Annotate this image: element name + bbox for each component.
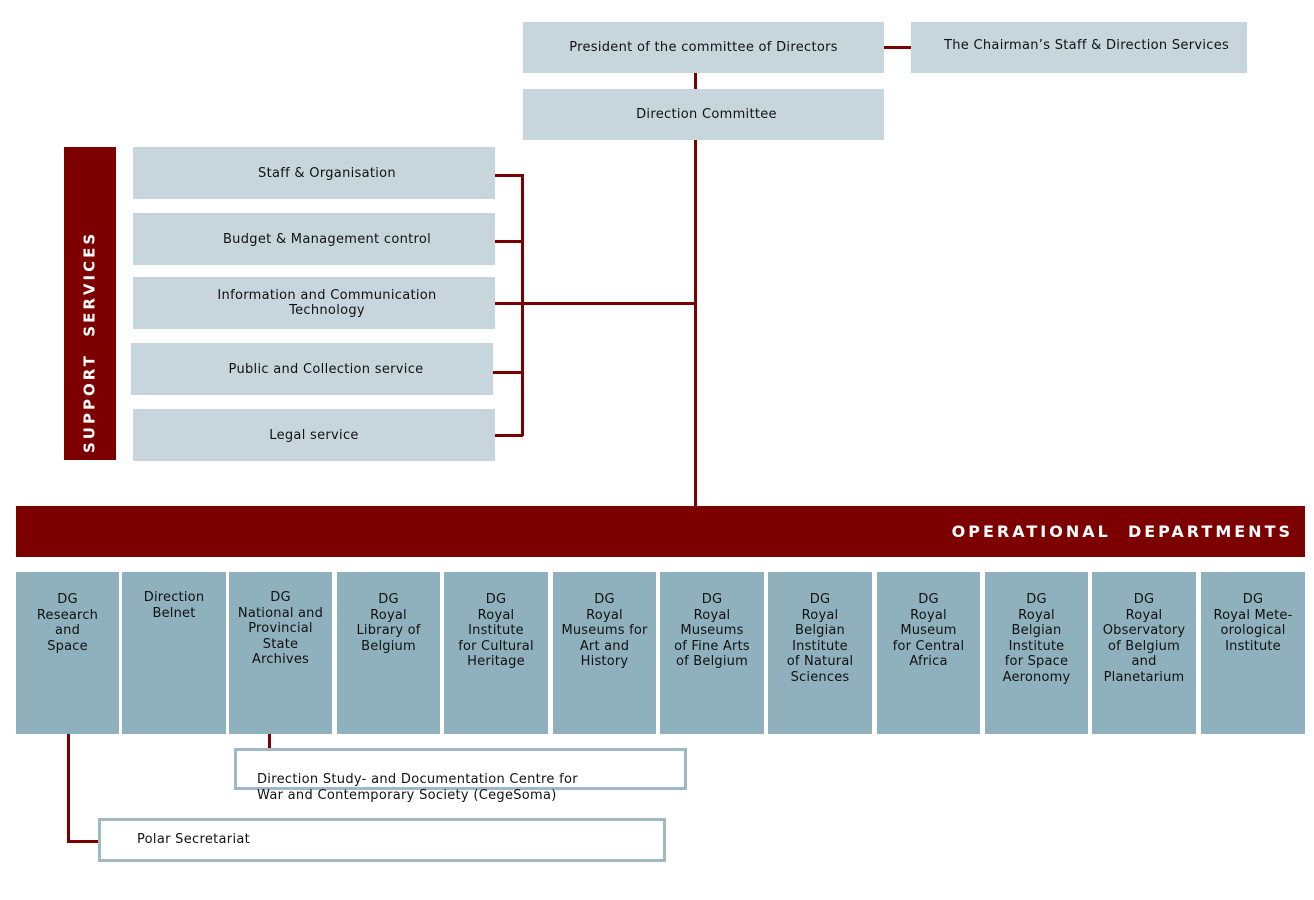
dept-natural-sciences[interactable]: DG Royal Belgian Institute of Natural Sc… [768, 572, 872, 734]
chairman-staff-box[interactable]: The Chairman’s Staff & Direction Service… [911, 22, 1247, 73]
dept-meteorological[interactable]: DG Royal Mete- orological Institute [1201, 572, 1305, 734]
direction-committee-box[interactable]: Direction Committee [523, 89, 884, 140]
dept-label: DG National and Provincial State Archive… [237, 590, 324, 667]
dept-fine-arts[interactable]: DG Royal Museums of Fine Arts of Belgium [660, 572, 764, 734]
dept-research-space[interactable]: DG Research and Space [16, 572, 119, 734]
dept-cultural-heritage[interactable]: DG Royal Institute for Cultural Heritage [444, 572, 548, 734]
polar-secretariat-label: Polar Secretariat [137, 832, 251, 847]
support-item-ict[interactable]: Information and Communication Technology [133, 277, 495, 329]
cegesoma-box[interactable]: Direction Study- and Documentation Centr… [234, 748, 687, 803]
dept-state-archives[interactable]: DG National and Provincial State Archive… [229, 572, 332, 734]
operational-departments-label: OPERATIONAL DEPARTMENTS [951, 522, 1293, 541]
dept-label: DG Royal Belgian Institute for Space Aer… [1002, 592, 1071, 685]
chairman-staff-label: The Chairman’s Staff & Direction Service… [944, 38, 1230, 53]
dept-label: DG Royal Observatory of Belgium and Plan… [1102, 592, 1186, 685]
operational-departments-banner: OPERATIONAL DEPARTMENTS [16, 506, 1305, 557]
dept-royal-library[interactable]: DG Royal Library of Belgium [337, 572, 440, 734]
dept-central-africa[interactable]: DG Royal Museum for Central Africa [877, 572, 980, 734]
support-item-label: Legal service [269, 427, 359, 443]
cegesoma-label: Direction Study- and Documentation Centr… [257, 772, 578, 803]
dept-art-history[interactable]: DG Royal Museums for Art and History [553, 572, 656, 734]
connector-support-tick-1 [495, 174, 523, 177]
connector-research-polar-v [67, 734, 70, 843]
connector-support-bracket [521, 174, 524, 436]
dept-space-aeronomy[interactable]: DG Royal Belgian Institute for Space Aer… [985, 572, 1088, 734]
connector-main-trunk [694, 140, 697, 506]
support-services-banner-svg: SUPPORT SERVICES [81, 231, 99, 453]
connector-president-direction [694, 73, 697, 89]
dept-belnet[interactable]: Direction Belnet [122, 572, 226, 734]
dept-observatory-planetarium[interactable]: DG Royal Observatory of Belgium and Plan… [1092, 572, 1196, 734]
support-services-label: SUPPORT SERVICES [81, 231, 99, 453]
connector-support-tick-2 [495, 240, 523, 243]
dept-label: DG Royal Museum for Central Africa [892, 592, 965, 669]
president-box[interactable]: President of the committee of Directors [523, 22, 884, 73]
direction-committee-label: Direction Committee [636, 107, 777, 122]
support-services-banner: SUPPORT SERVICES [64, 147, 116, 460]
dept-label: DG Royal Library of Belgium [356, 592, 421, 654]
support-item-label: Staff & Organisation [258, 165, 396, 181]
support-item-label: Public and Collection service [228, 361, 424, 377]
president-label: President of the committee of Directors [569, 40, 838, 55]
support-item-label: Budget & Management control [222, 231, 432, 247]
dept-label: DG Royal Belgian Institute of Natural Sc… [786, 592, 854, 685]
support-item-budget-management[interactable]: Budget & Management control [133, 213, 495, 265]
connector-support-to-trunk [495, 302, 696, 305]
connector-support-tick-5 [495, 434, 523, 437]
connector-research-polar-h [67, 840, 98, 843]
dept-label: DG Royal Institute for Cultural Heritage [458, 592, 534, 669]
dept-label: DG Royal Mete- orological Institute [1213, 592, 1293, 654]
connector-archives-cegesoma [268, 734, 271, 748]
connector-support-tick-4 [493, 371, 523, 374]
connector-president-chairman [884, 46, 911, 49]
support-item-public-collection[interactable]: Public and Collection service [131, 343, 493, 395]
dept-label: Direction Belnet [143, 590, 205, 621]
support-item-legal[interactable]: Legal service [133, 409, 495, 461]
dept-label: DG Royal Museums of Fine Arts of Belgium [674, 592, 750, 669]
support-item-label: Information and Communication Technology [217, 288, 437, 318]
dept-label: DG Royal Museums for Art and History [561, 592, 648, 669]
polar-secretariat-box[interactable]: Polar Secretariat [98, 818, 666, 862]
support-item-staff-organisation[interactable]: Staff & Organisation [133, 147, 495, 199]
dept-label: DG Research and Space [36, 592, 99, 654]
